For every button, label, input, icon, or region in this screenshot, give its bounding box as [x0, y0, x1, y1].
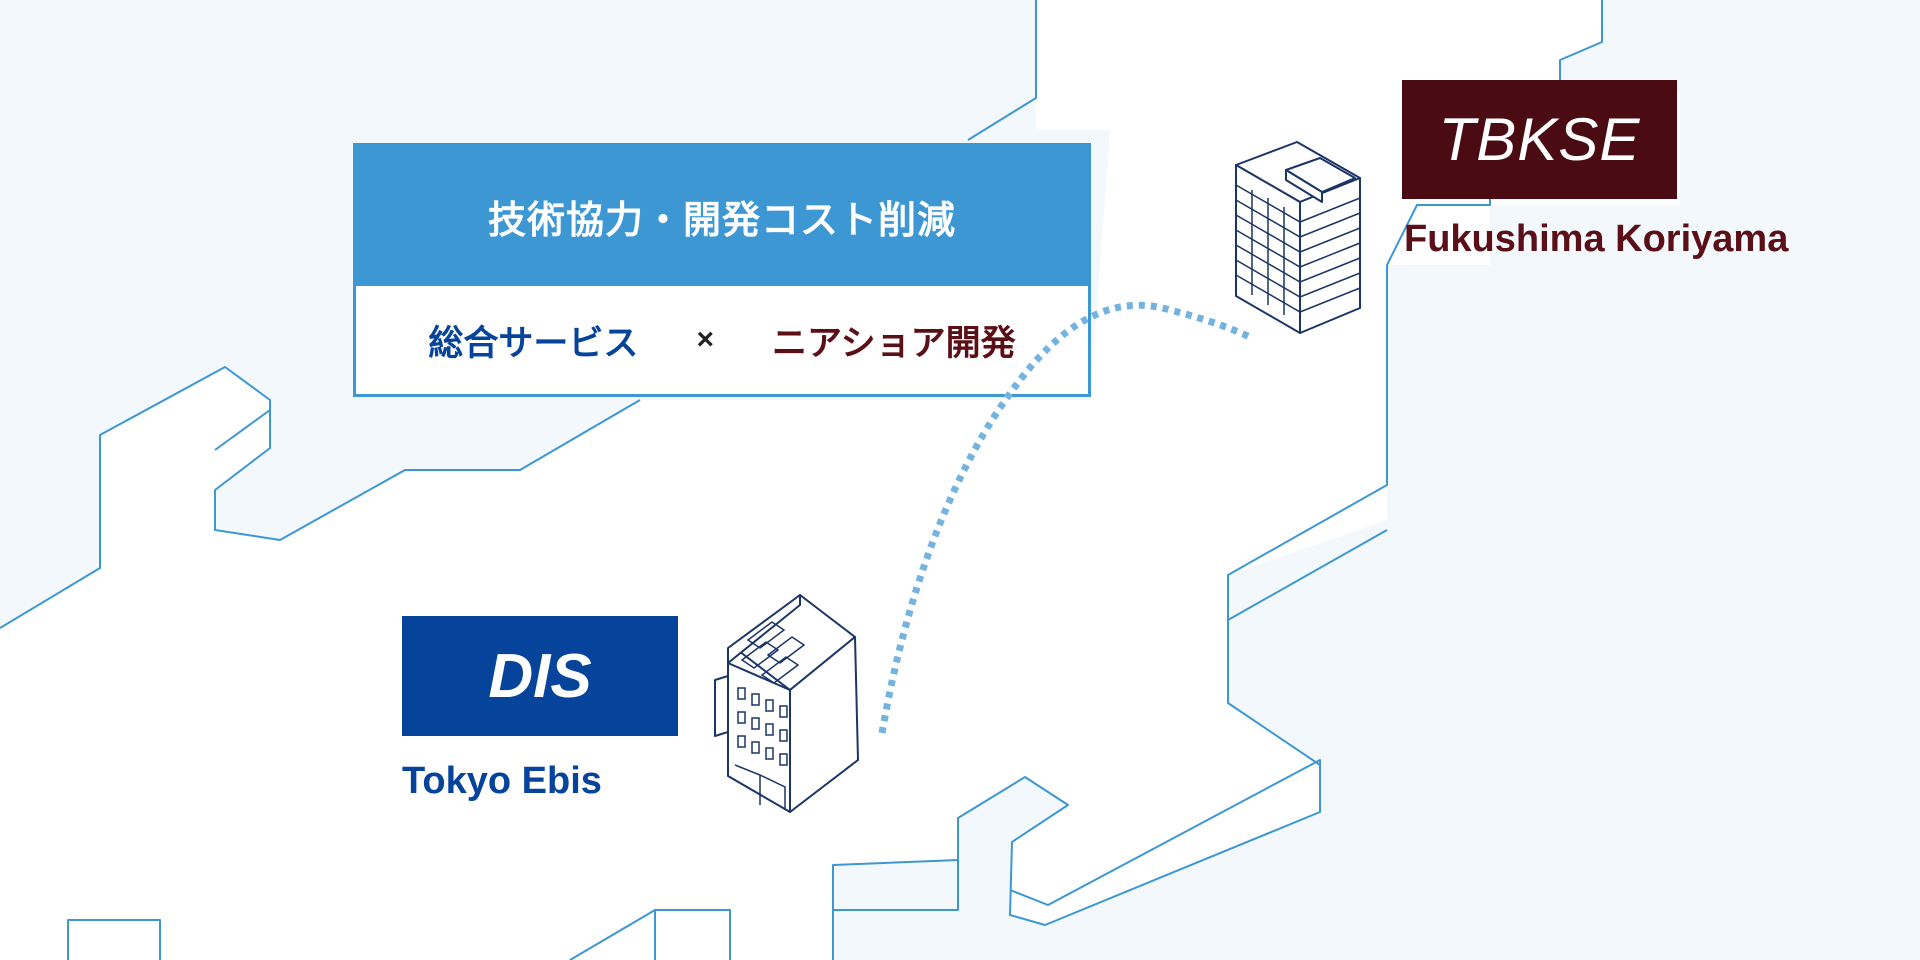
window-grid: [737, 687, 788, 766]
tbkse-logo: TBKSE: [1402, 80, 1677, 199]
tower-building-icon: [1235, 141, 1361, 334]
collaboration-heading: 技術協力・開発コスト削減: [356, 146, 1088, 286]
connector-dotted-line: [878, 301, 1254, 734]
times-icon: ×: [696, 323, 714, 356]
coastline-northwest: [0, 366, 641, 629]
services-row: 総合サービス × ニアショア開発: [356, 286, 1088, 394]
fukushima-location-label: Fukushima Koriyama: [1404, 218, 1789, 260]
coastline-top: [967, 0, 1037, 141]
island-small: [67, 919, 161, 960]
coastline-south: [569, 909, 731, 960]
coastline-east-ridge: [1009, 529, 1388, 906]
general-service-label: 総合サービス: [428, 323, 639, 363]
dis-logo: DIS: [402, 616, 678, 736]
office-building-icon: [714, 594, 859, 813]
tokyo-location-label: Tokyo Ebis: [402, 760, 602, 802]
coastline-bay-upper: [833, 860, 959, 911]
nearshore-development-label: ニアショア開発: [771, 323, 1016, 363]
coastline-inner-ridge: [214, 409, 271, 451]
collaboration-callout: 技術協力・開発コスト削減 総合サービス × ニアショア開発: [353, 143, 1091, 397]
floor-bands: [1235, 184, 1361, 315]
